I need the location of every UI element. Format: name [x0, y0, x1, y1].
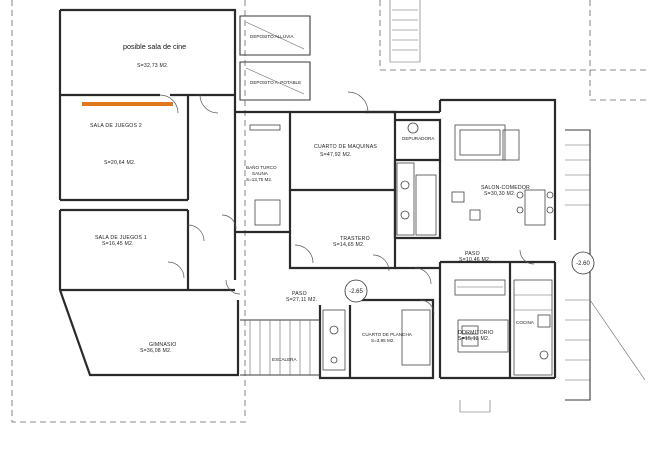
label-sala-juegos-2-area: S=20,64 M2.: [104, 160, 136, 166]
label-cuarto-plancha-area: S=3,95 M2.: [371, 338, 395, 343]
elevation-markers: -2.65 -2.60: [344, 251, 595, 303]
label-deposito-potable: DEPOSITO A. POTABLE: [250, 80, 301, 85]
walls: [58, 8, 557, 380]
label-gimnasio-area: S=36,08 M2.: [140, 348, 172, 354]
label-cuarto-maquinas: CUARTO DE MAQUINAS: [314, 144, 377, 150]
furniture: [249, 122, 554, 376]
label-salon: SALON-COMEDOR: [481, 185, 530, 191]
label-depuradora: DEPURADORA: [402, 136, 435, 141]
label-sala-cine-area: S=32,73 M2.: [137, 63, 169, 69]
annotation-title: posible sala de cine: [123, 42, 186, 51]
label-sala-juegos-1: SALA DE JUEGOS 1: [95, 235, 147, 241]
label-cuarto-maquinas-area: S=47,92 M2.: [320, 152, 352, 158]
label-salon-area: S=30,30 M2.: [484, 191, 516, 197]
doors: [159, 91, 535, 315]
label-escalera: ESCALERA: [272, 357, 297, 362]
label-paso-1-area: S=27,11 M2.: [286, 297, 317, 303]
elevation-e2: -2.60: [576, 261, 590, 267]
label-sala-juegos-1-area: S=16,45 M2.: [102, 241, 134, 247]
site-boundary: [11, 0, 648, 423]
label-paso-2: PASO: [465, 251, 480, 257]
label-trastero-area: S=14,65 M2.: [333, 242, 365, 248]
label-cocina: COCINA: [516, 320, 535, 325]
label-dormitorio: DORMITORIO: [458, 330, 494, 336]
label-dormitorio-area: S=15,13 M2.: [458, 336, 490, 342]
label-paso-2-area: S=10,46 M2.: [459, 257, 491, 263]
label-paso-1: PASO: [292, 291, 307, 297]
label-bano-area: S=13,75 M2.: [246, 177, 272, 182]
label-deposito-alluvia: DEPOSITO ALLUVIA: [250, 34, 295, 39]
stairs: [240, 129, 646, 413]
label-sauna: SAUNA: [252, 171, 269, 176]
elevation-e1: -2.65: [349, 289, 363, 295]
label-trastero: TRASTERO: [340, 236, 370, 242]
label-sala-juegos-2: SALA DE JUEGOS 2: [90, 123, 142, 129]
label-cuarto-plancha: CUARTO DE PLANCHA: [362, 332, 413, 337]
label-gimnasio: GIMNASIO: [149, 342, 177, 348]
label-bano-turco: BAÑO TURCO: [246, 164, 277, 170]
